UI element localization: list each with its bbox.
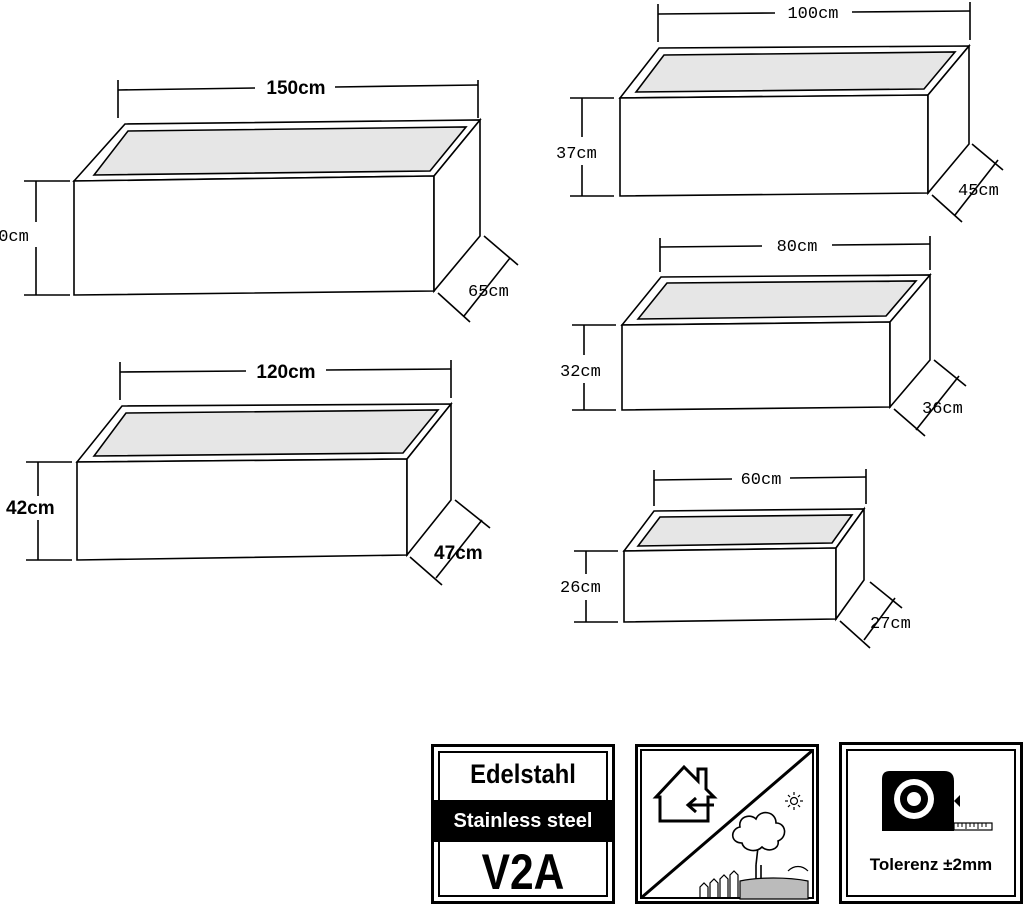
planter-100	[570, 2, 1004, 223]
planter-100-width-label: 100cm	[787, 5, 838, 24]
planter-120-width-label: 120cm	[256, 362, 315, 383]
planter-80-height-label: 32cm	[560, 363, 601, 382]
planter-100-depth-label: 45cm	[958, 182, 999, 201]
house-arrow-icon	[652, 764, 718, 823]
planter-150	[24, 80, 519, 323]
material-title: Edelstahl	[470, 759, 576, 789]
planter-150-width-label: 150cm	[266, 78, 325, 99]
planter-60-width-label: 60cm	[741, 471, 782, 490]
usage-badge	[635, 744, 819, 904]
sun-icon	[785, 792, 803, 810]
planter-80-width-label: 80cm	[777, 238, 818, 257]
planter-60	[574, 469, 903, 649]
material-badge: Edelstahl Stainless steel V2A	[431, 744, 615, 904]
planter-80-depth-label: 36cm	[922, 400, 963, 419]
planter-80	[572, 236, 967, 437]
tolerance-label: Tolerenz ±2mm	[869, 855, 993, 874]
planter-120-depth-label: 47cm	[434, 543, 483, 564]
tape-measure-icon	[882, 771, 993, 831]
tolerance-badge-frame	[846, 749, 1016, 897]
planter-150-depth-label: 65cm	[468, 283, 509, 302]
material-subtitle: Stainless steel	[432, 800, 614, 842]
usage-badge-art	[640, 748, 814, 900]
material-grade: V2A	[481, 844, 565, 900]
planter-150-height-label: 50cm	[0, 228, 29, 247]
tree-icon	[731, 811, 786, 881]
planter-120-height-label: 42cm	[6, 498, 55, 519]
planter-60-height-label: 26cm	[560, 579, 601, 598]
tolerance-badge: Tolerenz ±2mm	[839, 742, 1023, 904]
ground-fence-icon	[699, 865, 809, 900]
planter-100-height-label: 37cm	[556, 145, 597, 164]
planter-120	[26, 360, 491, 586]
planter-60-depth-label: 27cm	[870, 615, 911, 634]
